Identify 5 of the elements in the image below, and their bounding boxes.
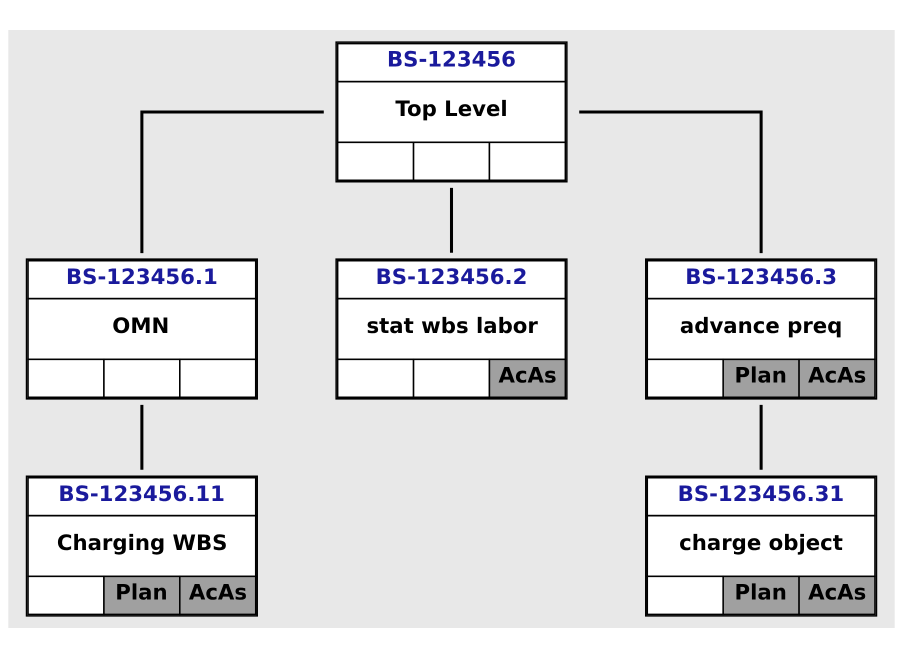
connector [450, 187, 454, 252]
connector [579, 110, 763, 253]
connector [760, 404, 763, 470]
connector [140, 110, 324, 253]
connector [140, 404, 144, 470]
